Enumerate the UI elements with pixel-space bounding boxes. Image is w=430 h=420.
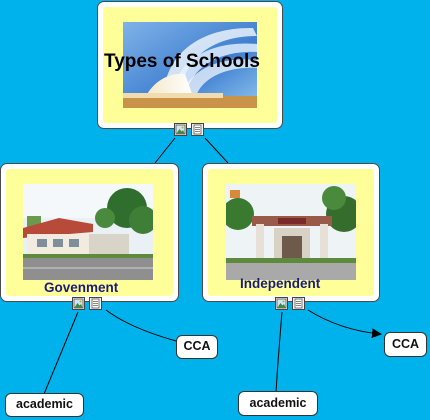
connector-root-independent (204, 137, 229, 164)
independent-title: Independent (240, 276, 321, 291)
image-icon[interactable] (174, 123, 187, 136)
independent-node[interactable]: Independent (202, 163, 380, 302)
root-node[interactable]: Types of Schools (97, 1, 283, 129)
root-title: Types of Schools (104, 51, 260, 72)
government-title: Govenment (44, 280, 119, 295)
independent-cca-node[interactable]: CCA (384, 332, 427, 357)
connector-root-government (154, 137, 176, 164)
independent-school-photo (226, 184, 356, 280)
image-icon[interactable] (72, 297, 85, 310)
book-image (123, 22, 257, 108)
notes-icon[interactable] (292, 297, 305, 310)
government-academic-node[interactable]: academic (5, 393, 84, 417)
connector-independent-cca (307, 309, 382, 339)
government-school-photo (23, 184, 153, 280)
government-cca-node[interactable]: CCA (176, 335, 218, 359)
connector-government-cca (105, 309, 177, 342)
notes-icon[interactable] (191, 123, 204, 136)
connector-independent-academic (275, 311, 283, 393)
connector-government-academic (43, 311, 79, 395)
government-node[interactable]: Govenment (0, 163, 179, 302)
notes-icon[interactable] (89, 297, 102, 310)
independent-academic-node[interactable]: academic (238, 391, 318, 416)
image-icon[interactable] (275, 297, 288, 310)
